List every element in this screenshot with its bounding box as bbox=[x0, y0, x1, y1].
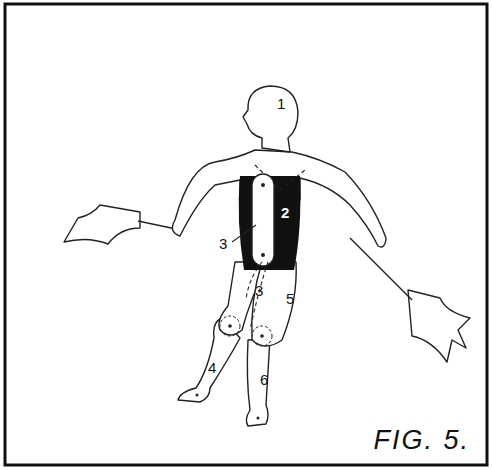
leader-line bbox=[232, 225, 256, 242]
connecting-strip bbox=[252, 174, 274, 266]
frame bbox=[5, 4, 487, 465]
pivot bbox=[228, 324, 232, 328]
flag bbox=[408, 290, 470, 362]
hidden-edge bbox=[246, 262, 268, 330]
thigh bbox=[252, 262, 297, 346]
pivot bbox=[261, 183, 265, 187]
head bbox=[243, 86, 298, 152]
callout-number: 4 bbox=[208, 360, 216, 375]
knee-joint bbox=[252, 326, 272, 346]
knee-joint bbox=[220, 316, 240, 336]
callout-number: 3 bbox=[255, 283, 263, 298]
callout-number: 6 bbox=[260, 372, 268, 387]
callout-number: 5 bbox=[286, 291, 294, 306]
flag-pole bbox=[138, 221, 176, 229]
callout-number: 1 bbox=[277, 96, 285, 111]
callout-number: 3 bbox=[219, 236, 227, 251]
pivot bbox=[260, 334, 264, 338]
pivot bbox=[196, 394, 199, 397]
pivot bbox=[261, 253, 265, 257]
callout-number: 2 bbox=[281, 205, 289, 220]
lower-leg bbox=[246, 338, 270, 426]
flag bbox=[64, 205, 140, 244]
figure-caption: FIG. 5. bbox=[373, 425, 470, 456]
pivot bbox=[257, 417, 260, 420]
